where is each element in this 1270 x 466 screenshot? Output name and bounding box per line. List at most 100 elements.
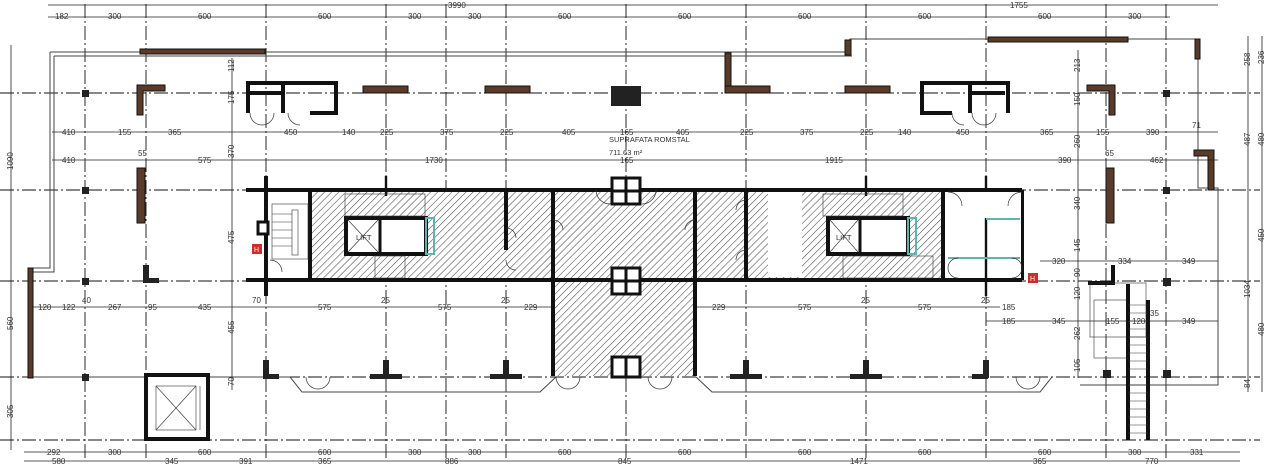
svg-text:229: 229 (712, 303, 726, 312)
svg-text:410: 410 (62, 128, 76, 137)
inner-dimensions: 410 155 365 450 140 225 375 225 405 165 … (32, 121, 1218, 326)
svg-text:349: 349 (1182, 257, 1196, 266)
svg-text:25: 25 (981, 296, 990, 305)
svg-text:340: 340 (1073, 196, 1082, 210)
svg-text:225: 225 (500, 128, 514, 137)
svg-text:390: 390 (1058, 156, 1072, 165)
svg-text:600: 600 (198, 12, 212, 21)
svg-text:455: 455 (227, 320, 236, 334)
svg-text:155: 155 (1106, 317, 1120, 326)
svg-text:258: 258 (1243, 52, 1252, 66)
svg-text:225: 225 (740, 128, 754, 137)
svg-text:262: 262 (1073, 326, 1082, 340)
svg-text:1034: 1034 (1243, 280, 1252, 298)
svg-text:575: 575 (438, 303, 452, 312)
svg-text:450: 450 (956, 128, 970, 137)
svg-text:229: 229 (524, 303, 538, 312)
elevator-core-right: LIFT (822, 193, 934, 279)
svg-text:140: 140 (342, 128, 356, 137)
svg-text:185: 185 (1002, 317, 1016, 326)
svg-text:575: 575 (318, 303, 332, 312)
svg-text:LIFT: LIFT (356, 233, 372, 242)
svg-text:120: 120 (1132, 317, 1146, 326)
svg-text:575: 575 (918, 303, 932, 312)
svg-text:487: 487 (1243, 132, 1252, 146)
svg-text:450: 450 (1257, 228, 1266, 242)
svg-text:300: 300 (468, 448, 482, 457)
svg-text:260: 260 (1073, 134, 1082, 148)
svg-text:300: 300 (1128, 448, 1142, 457)
svg-text:71: 71 (1192, 121, 1201, 130)
svg-text:600: 600 (918, 448, 932, 457)
area-name: SUPRAFATA ROMSTAL (609, 135, 690, 144)
svg-text:600: 600 (318, 12, 332, 21)
svg-text:155: 155 (1096, 128, 1110, 137)
area-value: 711.63 m² (609, 148, 643, 157)
left-dimensions: 1090 560 305 112 175 370 475 455 70 (6, 45, 236, 450)
svg-text:375: 375 (440, 128, 454, 137)
svg-text:55: 55 (138, 149, 147, 158)
svg-text:267: 267 (108, 303, 122, 312)
storage-left (246, 81, 338, 126)
svg-text:1730: 1730 (425, 156, 443, 165)
svg-text:600: 600 (678, 12, 692, 21)
svg-text:236: 236 (1257, 50, 1266, 64)
svg-text:165: 165 (620, 156, 634, 165)
svg-text:300: 300 (408, 448, 422, 457)
svg-text:410: 410 (62, 156, 76, 165)
hydrant-left: H (252, 244, 262, 254)
lower-columns (82, 265, 1171, 381)
svg-text:120: 120 (38, 303, 52, 312)
svg-text:475: 475 (227, 230, 236, 244)
svg-text:213: 213 (1073, 58, 1082, 72)
svg-text:122: 122 (62, 303, 76, 312)
svg-text:300: 300 (1128, 12, 1142, 21)
svg-text:305: 305 (6, 404, 15, 418)
svg-text:600: 600 (558, 448, 572, 457)
svg-text:560: 560 (6, 316, 15, 330)
svg-text:770: 770 (1145, 457, 1159, 466)
stair-right-external (1088, 265, 1150, 440)
svg-text:480: 480 (1257, 322, 1266, 336)
svg-text:1915: 1915 (825, 156, 843, 165)
svg-text:120: 120 (1073, 286, 1082, 300)
svg-text:90: 90 (1073, 268, 1082, 277)
svg-text:25: 25 (861, 296, 870, 305)
svg-text:480: 480 (1257, 132, 1266, 146)
elevator-box-bottom-left (144, 373, 210, 441)
ventilation-shaft-bottom (610, 355, 642, 379)
svg-text:25: 25 (501, 296, 510, 305)
svg-text:35: 35 (1150, 309, 1159, 318)
svg-text:370: 370 (227, 144, 236, 158)
svg-text:225: 225 (380, 128, 394, 137)
elevator-core-left: LIFT (344, 193, 435, 279)
svg-text:365: 365 (318, 457, 332, 466)
svg-text:70: 70 (227, 377, 236, 386)
hydrant-right: H (1028, 273, 1038, 283)
svg-text:225: 225 (860, 128, 874, 137)
svg-text:600: 600 (798, 448, 812, 457)
svg-text:365: 365 (1033, 457, 1047, 466)
svg-text:349: 349 (1182, 317, 1196, 326)
svg-text:375: 375 (800, 128, 814, 137)
svg-text:145: 145 (1073, 238, 1082, 252)
svg-text:1755: 1755 (1010, 1, 1028, 10)
svg-text:112: 112 (227, 59, 236, 72)
area-label: SUPRAFATA ROMSTAL 711.63 m² (609, 135, 690, 157)
ventilation-shaft-top (610, 176, 642, 206)
stair-left (256, 203, 309, 273)
svg-text:95: 95 (148, 303, 157, 312)
svg-text:600: 600 (198, 448, 212, 457)
svg-text:580: 580 (52, 457, 66, 466)
svg-text:405: 405 (562, 128, 576, 137)
svg-text:845: 845 (618, 457, 632, 466)
svg-text:40: 40 (82, 296, 91, 305)
svg-text:H: H (1030, 276, 1035, 283)
svg-text:600: 600 (798, 12, 812, 21)
svg-text:84: 84 (1243, 379, 1252, 388)
svg-text:155: 155 (118, 128, 132, 137)
ventilation-shaft-mid (610, 266, 642, 296)
svg-text:600: 600 (558, 12, 572, 21)
svg-text:600: 600 (318, 448, 332, 457)
